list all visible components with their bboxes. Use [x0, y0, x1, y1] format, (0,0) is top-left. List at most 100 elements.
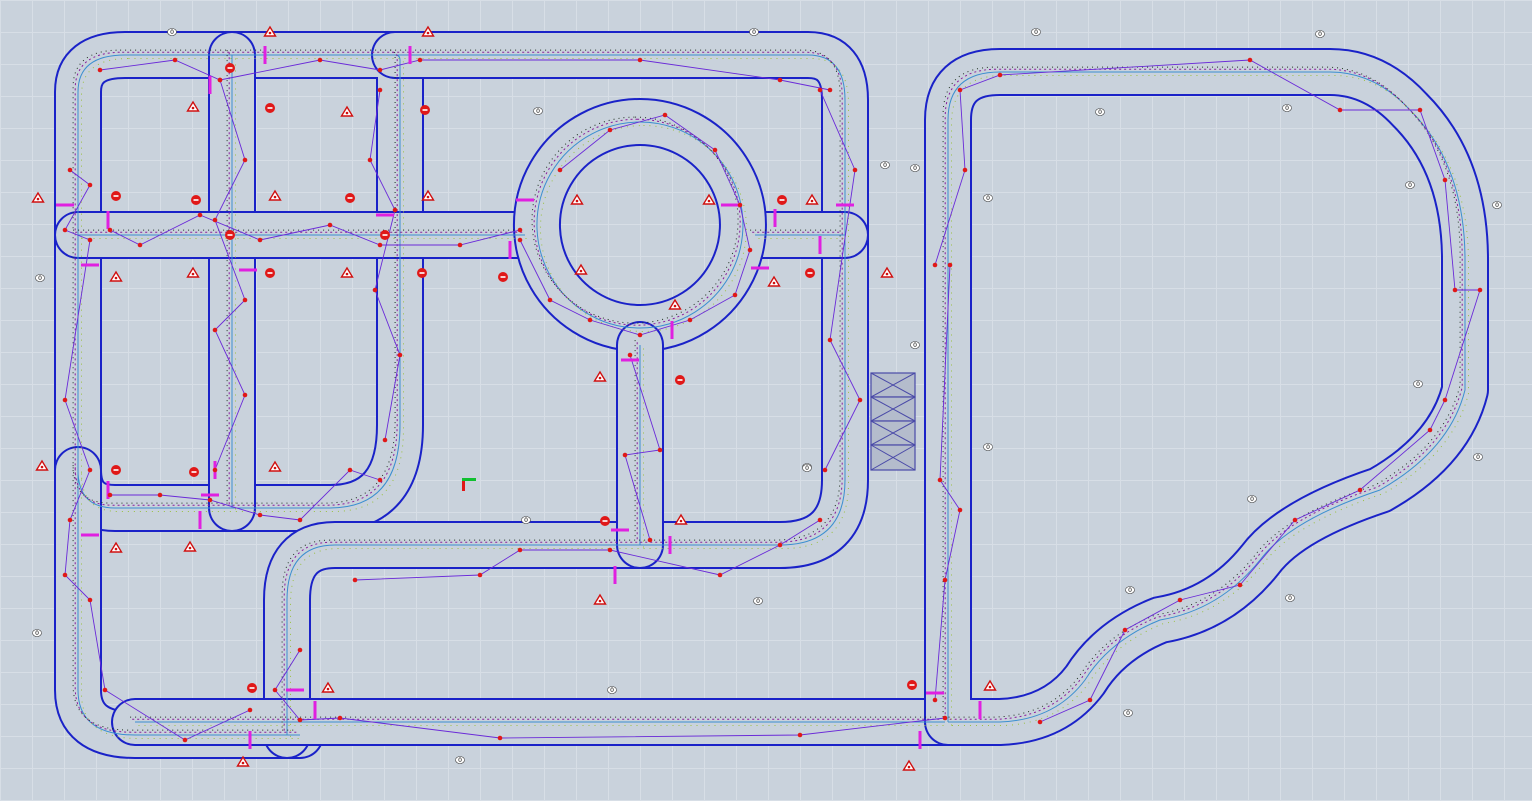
signal-bar	[780, 199, 785, 201]
waypoint-node	[1428, 428, 1433, 433]
signal-bar	[268, 107, 273, 109]
triangle-dot	[576, 200, 579, 203]
traffic-signal-icon	[380, 230, 390, 240]
waypoint-node	[738, 203, 743, 208]
segment-label-text: 0	[1034, 29, 1038, 36]
triangle-dot	[599, 377, 602, 380]
waypoint-node	[458, 243, 463, 248]
waypoint-node	[378, 88, 383, 93]
traffic-signal-icon	[191, 195, 201, 205]
warning-triangle-icon	[676, 515, 687, 524]
waypoint-node	[258, 238, 263, 243]
segment-label: 0	[1126, 587, 1135, 595]
waypoint-node	[1338, 108, 1343, 113]
waypoint-node	[373, 288, 378, 293]
triangle-shape	[188, 268, 199, 277]
segment-label-text: 0	[1476, 454, 1480, 461]
triangle-shape	[595, 595, 606, 604]
warning-triangle-icon	[270, 191, 281, 200]
segment-label-text: 0	[883, 162, 887, 169]
waypoint-node	[243, 393, 248, 398]
waypoint-node	[243, 158, 248, 163]
waypoint-node	[1418, 108, 1423, 113]
signal-bar	[348, 197, 353, 199]
segment-label: 0	[36, 275, 45, 283]
waypoint-node	[638, 58, 643, 63]
road-network	[73, 50, 1468, 738]
traffic-signal-icon	[189, 467, 199, 477]
traffic-signal-icon	[417, 268, 427, 278]
waypoint-node	[948, 263, 953, 268]
segment-label: 0	[984, 444, 993, 452]
segment-label: 0	[1493, 202, 1502, 210]
waypoint-node	[688, 318, 693, 323]
waypoint-node	[88, 183, 93, 188]
traffic-signal-icon	[600, 516, 610, 526]
triangle-shape	[33, 193, 44, 202]
waypoint-node	[718, 573, 723, 578]
triangle-dot	[189, 547, 192, 550]
waypoint-node	[213, 218, 218, 223]
segment-label: 0	[881, 162, 890, 170]
warning-triangle-icon	[111, 543, 122, 552]
waypoint-node	[858, 398, 863, 403]
segment-label: 0	[911, 342, 920, 350]
waypoint-node	[1238, 583, 1243, 588]
waypoint-node	[828, 88, 833, 93]
waypoint-node	[1478, 288, 1483, 293]
waypoint-node	[518, 238, 523, 243]
triangle-shape	[270, 191, 281, 200]
warning-triangle-icon	[595, 595, 606, 604]
waypoint-node	[368, 158, 373, 163]
traffic-signal-icon	[777, 195, 787, 205]
triangle-shape	[342, 107, 353, 116]
waypoint-node	[183, 738, 188, 743]
segment-label: 0	[608, 687, 617, 695]
triangle-dot	[274, 467, 277, 470]
waypoint-node	[963, 168, 968, 173]
waypoint-node	[518, 548, 523, 553]
segment-label: 0	[1474, 454, 1483, 462]
signal-bar	[114, 195, 119, 197]
waypoint-node	[273, 688, 278, 693]
waypoint-node	[1358, 488, 1363, 493]
waypoint-node	[1088, 698, 1093, 703]
segment-label: 0	[803, 465, 812, 473]
triangle-shape	[37, 461, 48, 470]
waypoint-node	[378, 243, 383, 248]
segment-label: 0	[1414, 381, 1423, 389]
waypoint-node	[933, 263, 938, 268]
triangle-dot	[346, 112, 349, 115]
warning-triangle-icon	[576, 265, 587, 274]
depot-icon[interactable]	[871, 373, 915, 470]
triangle-shape	[769, 277, 780, 286]
waypoint-node	[818, 518, 823, 523]
traffic-signal-icon	[225, 230, 235, 240]
waypoint-node	[1178, 598, 1183, 603]
segment-label-text: 0	[805, 465, 809, 472]
waypoint-node	[518, 228, 523, 233]
segment-label: 0	[754, 598, 763, 606]
triangle-dot	[674, 305, 677, 308]
segment-label: 0	[1283, 105, 1292, 113]
waypoint-node	[158, 493, 163, 498]
traffic-signal-icon	[420, 105, 430, 115]
triangle-dot	[427, 196, 430, 199]
waypoint-node	[748, 248, 753, 253]
waypoint-node	[998, 73, 1003, 78]
warning-triangle-icon	[423, 191, 434, 200]
triangle-shape	[576, 265, 587, 274]
segment-label-text: 0	[986, 195, 990, 202]
traffic-signal-icon	[907, 680, 917, 690]
segment-label-text: 0	[1098, 109, 1102, 116]
triangle-dot	[37, 198, 40, 201]
segment-label-text: 0	[1408, 182, 1412, 189]
signal-bar	[192, 471, 197, 473]
waypoint-node	[213, 328, 218, 333]
signal-bar	[383, 234, 388, 236]
warning-triangle-icon	[704, 195, 715, 204]
triangle-dot	[346, 273, 349, 276]
triangle-shape	[595, 372, 606, 381]
